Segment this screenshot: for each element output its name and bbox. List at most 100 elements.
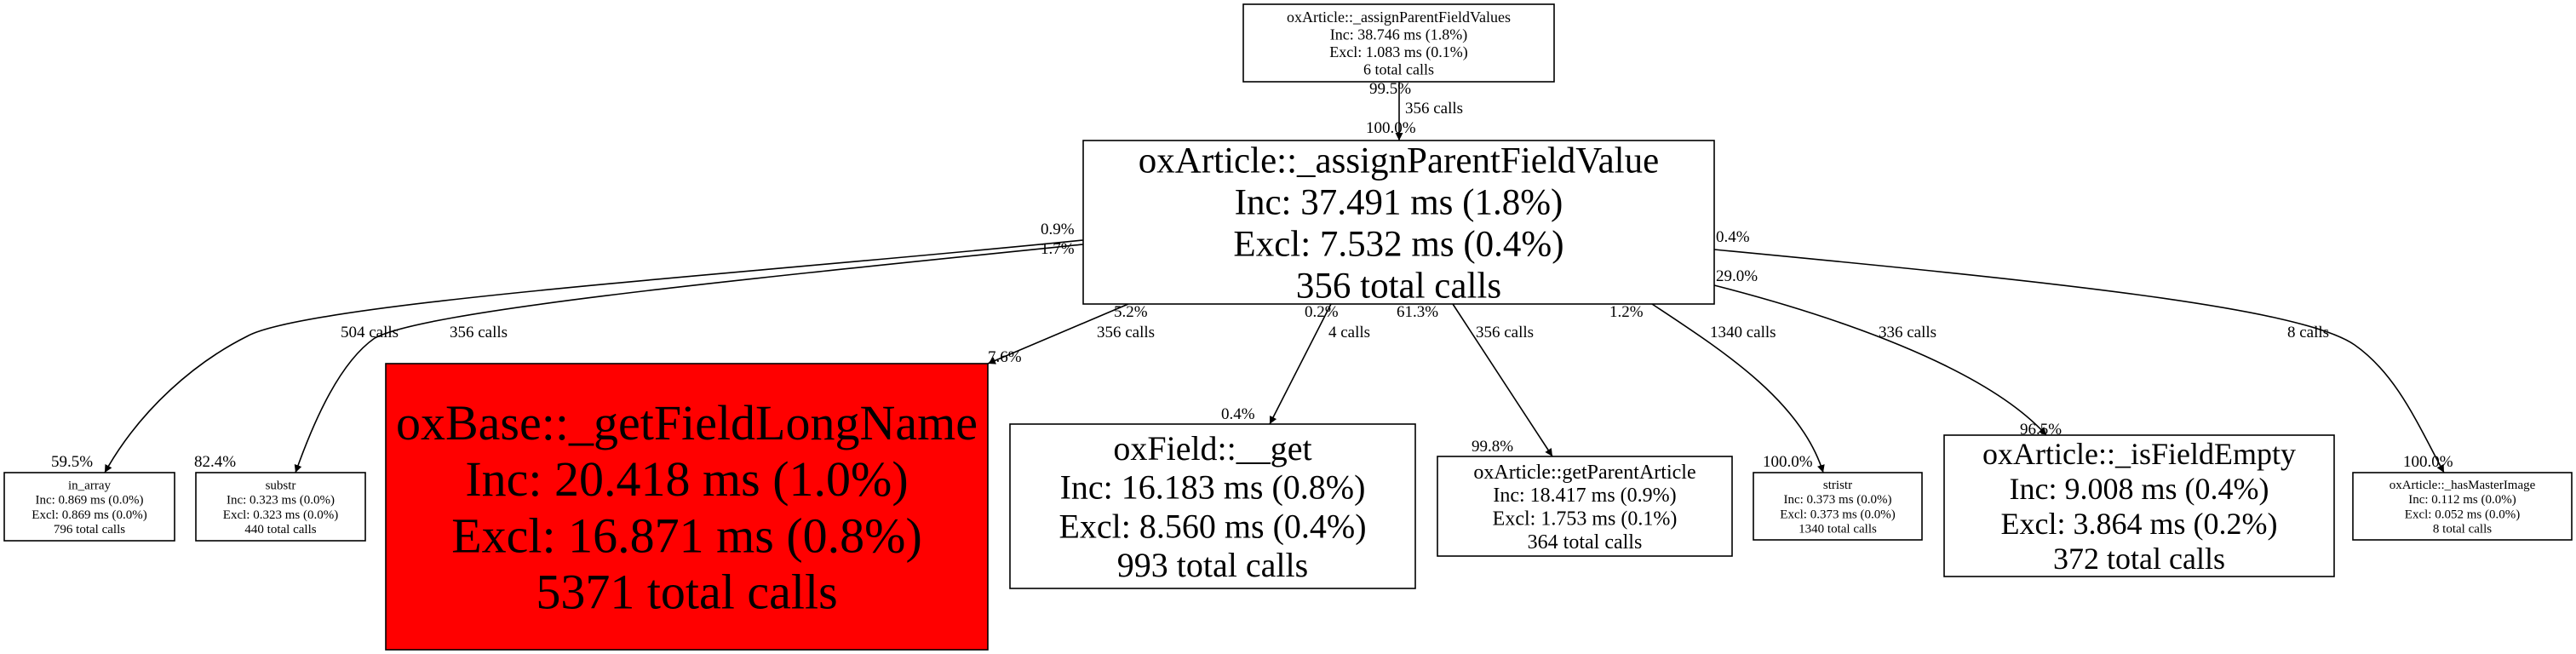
node-box — [1437, 456, 1733, 557]
edge-calls-label: 4 calls — [1328, 324, 1370, 341]
node-name: oxArticle::_isFieldEmpty — [1982, 437, 2296, 471]
node-calls: 8 total calls — [2433, 522, 2492, 536]
node-inc: Inc: 9.008 ms (0.4%) — [2010, 472, 2269, 506]
edge-tail-label: 1.7% — [1041, 240, 1075, 258]
edge-tail-label: 0.9% — [1041, 221, 1075, 238]
node-calls: 372 total calls — [2053, 542, 2225, 576]
edge-line — [1651, 303, 1825, 473]
node-excl: Excl: 0.869 ms (0.0%) — [32, 508, 146, 522]
edge-calls-label: 336 calls — [1879, 324, 1936, 341]
edge-calls-label: 8 calls — [2287, 324, 2329, 341]
node-calls: 5371 total calls — [536, 564, 837, 619]
edge-head-label: 82.4% — [194, 453, 236, 471]
edge-calls-label: 356 calls — [1405, 100, 1463, 118]
edge-line — [1452, 303, 1553, 457]
node-inc: Inc: 0.112 ms (0.0%) — [2408, 493, 2516, 507]
edge-head-label: 99.8% — [1472, 438, 1513, 456]
node-box — [1242, 3, 1555, 83]
node-box — [1753, 472, 1923, 541]
node-box — [385, 363, 989, 651]
node-excl: Excl: 16.871 ms (0.8%) — [451, 508, 922, 563]
node-name: oxArticle::_hasMasterImage — [2390, 479, 2536, 492]
edge-tail-label: 0.2% — [1305, 303, 1339, 321]
node-excl: Excl: 0.373 ms (0.0%) — [1780, 508, 1895, 521]
edge-main-to-stristr: 1.2% 1340 calls 100.0% — [1609, 303, 1825, 473]
node-name: oxArticle::_assignParentFieldValue — [1139, 141, 1659, 181]
node-calls: 440 total calls — [244, 523, 316, 536]
node-inc: Inc: 0.323 ms (0.0%) — [227, 494, 335, 508]
edge-head-label: 96.5% — [2020, 421, 2062, 439]
node-excl: Excl: 0.323 ms (0.0%) — [223, 508, 338, 522]
edge-main-to-get: 0.2% 4 calls 0.4% — [1221, 303, 1370, 425]
edge-calls-label: 1340 calls — [1710, 324, 1776, 341]
node-name: stristr — [1823, 479, 1852, 492]
node-inc: Inc: 0.373 ms (0.0%) — [1783, 493, 1891, 507]
edge-head-label: 59.5% — [51, 453, 93, 471]
node-box — [3, 472, 175, 542]
node-name: oxArticle::getParentArticle — [1473, 462, 1695, 484]
node-calls: 796 total calls — [54, 523, 125, 536]
node-calls: 364 total calls — [1528, 531, 1643, 554]
node-box — [2352, 472, 2573, 541]
node-box — [195, 472, 366, 542]
edge-tail-label: 5.2% — [1114, 303, 1148, 321]
node-calls: 6 total calls — [1363, 61, 1434, 78]
edge-calls-label: 356 calls — [1476, 324, 1534, 341]
edge-tail-label: 1.2% — [1609, 303, 1644, 321]
node-name: in_array — [68, 479, 111, 493]
edge-line — [1713, 249, 2445, 473]
edge-calls-label: 356 calls — [450, 324, 508, 341]
edge-main-to-master: 0.4% 8 calls 100.0% — [1713, 228, 2453, 473]
edge-head-label: 100.0% — [1763, 453, 1813, 471]
node-top[interactable]: oxArticle::_assignParentFieldValuesInc: … — [1242, 3, 1555, 83]
edge-main-to-substr: 1.7% 356 calls 82.4% — [194, 240, 1084, 473]
edge-head-label: 100.0% — [2403, 453, 2453, 471]
edge-calls-label: 356 calls — [1097, 324, 1155, 341]
node-inc: Inc: 16.183 ms (0.8%) — [1060, 468, 1366, 507]
node-box — [1009, 423, 1416, 589]
edge-head-label: 0.4% — [1221, 405, 1255, 423]
edge-tail-label: 61.3% — [1397, 303, 1438, 321]
edge-main-to-in_array: 0.9% 504 calls 59.5% — [51, 221, 1084, 473]
node-name: substr — [266, 479, 296, 493]
nodes-layer: oxArticle::_assignParentFieldValuesInc: … — [3, 3, 2573, 651]
edge-main-to-parent: 61.3% 356 calls 99.8% — [1397, 303, 1553, 457]
node-calls: 993 total calls — [1117, 546, 1308, 584]
edge-tail-label: 99.5% — [1369, 80, 1411, 98]
node-inc: Inc: 20.418 ms (1.0%) — [465, 451, 908, 507]
node-excl: Excl: 0.052 ms (0.0%) — [2405, 508, 2520, 521]
node-excl: Excl: 8.560 ms (0.4%) — [1059, 507, 1366, 545]
node-inc: Inc: 37.491 ms (1.8%) — [1235, 183, 1563, 223]
edge-head-label: 100.0% — [1366, 119, 1416, 137]
edge-tail-label: 29.0% — [1716, 267, 1758, 285]
node-name: oxBase::_getFieldLongName — [396, 395, 978, 450]
node-calls: 1340 total calls — [1799, 522, 1877, 536]
edge-line — [1713, 284, 2047, 436]
node-box — [1943, 434, 2335, 577]
edge-line — [104, 239, 1084, 473]
node-inc: Inc: 38.746 ms (1.8%) — [1330, 26, 1467, 44]
edge-calls-label: 504 calls — [341, 324, 399, 341]
node-name: oxArticle::_assignParentFieldValues — [1287, 9, 1511, 26]
edge-tail-label: 0.4% — [1716, 228, 1750, 246]
edge-main-to-empty: 29.0% 336 calls 96.5% — [1713, 267, 2062, 439]
node-box — [1082, 140, 1715, 305]
node-excl: Excl: 3.864 ms (0.2%) — [2001, 507, 2278, 541]
node-inc: Inc: 0.869 ms (0.0%) — [35, 494, 143, 508]
node-calls: 356 total calls — [1296, 267, 1501, 307]
node-name: oxField::__get — [1113, 429, 1311, 468]
edge-line — [1269, 303, 1332, 425]
edge-line — [294, 244, 1084, 473]
